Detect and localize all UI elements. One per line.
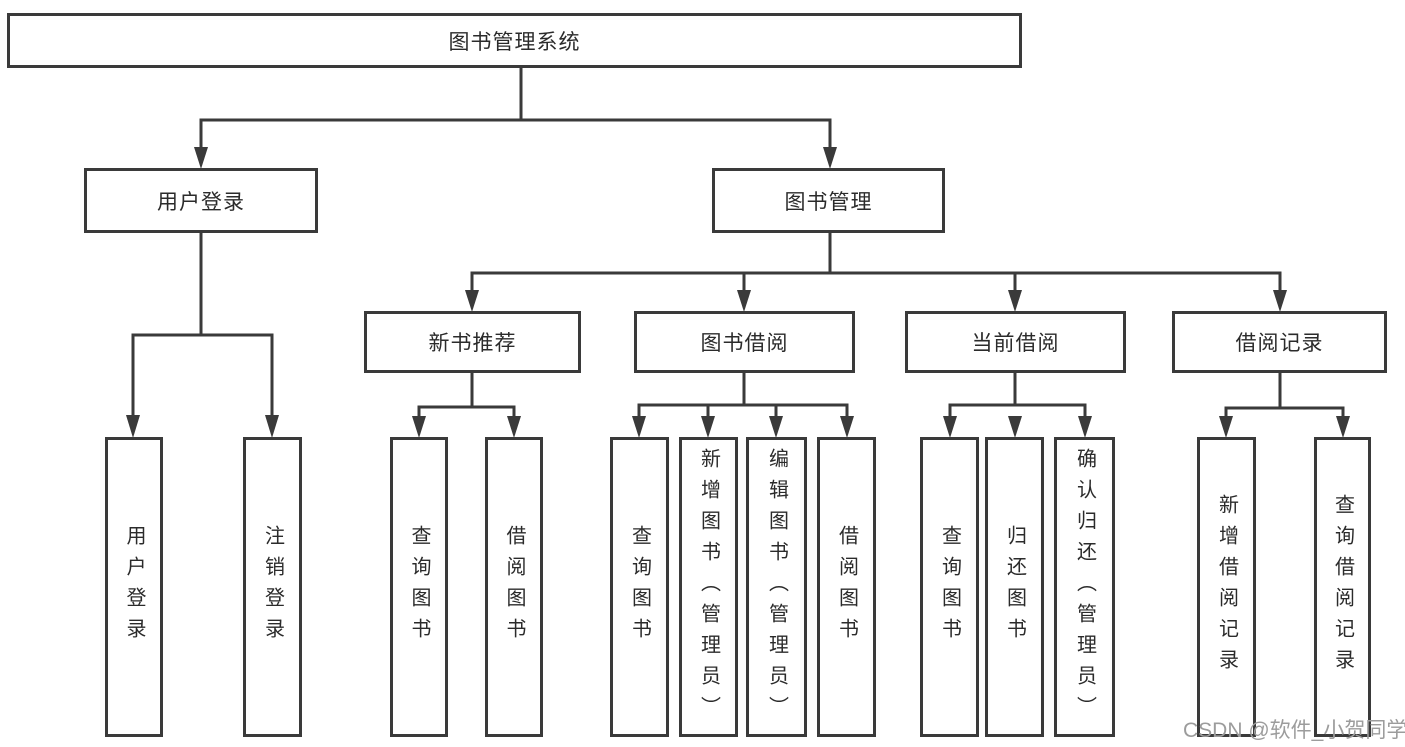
leaf-label: 新增借阅记录 — [1215, 494, 1238, 680]
node-borrowing-records: 借阅记录 — [1172, 311, 1387, 373]
node-book-management: 图书管理 — [712, 168, 945, 233]
leaf-user-login: 用户登录 — [105, 437, 163, 737]
node-library-management-system: 图书管理系统 — [7, 13, 1022, 68]
leaf-label: 查询图书 — [628, 525, 651, 649]
node-new-book-recommend: 新书推荐 — [364, 311, 581, 373]
leaf-records-query-borrow-record: 查询借阅记录 — [1314, 437, 1371, 737]
node-label: 新书推荐 — [428, 332, 517, 355]
node-book-borrowing: 图书借阅 — [634, 311, 855, 373]
node-label: 用户登录 — [157, 190, 245, 214]
node-label: 当前借阅 — [971, 332, 1060, 355]
leaf-borrowing-add-book-admin: 新增图书（管理员） — [679, 437, 738, 737]
leaf-current-confirm-return-admin: 确认归还（管理员） — [1054, 437, 1115, 737]
leaf-label: 注销登录 — [261, 525, 284, 649]
leaf-logout: 注销登录 — [243, 437, 302, 737]
leaf-label: 新增图书（管理员） — [697, 447, 720, 727]
leaf-label: 查询图书 — [408, 525, 430, 649]
leaf-label: 查询借阅记录 — [1331, 494, 1354, 680]
leaf-label: 用户登录 — [123, 525, 145, 649]
node-label: 借阅记录 — [1235, 332, 1324, 355]
node-current-borrowing: 当前借阅 — [905, 311, 1126, 373]
leaf-label: 查询图书 — [938, 525, 961, 649]
leaf-label: 编辑图书（管理员） — [765, 447, 788, 727]
leaf-label: 归还图书 — [1003, 525, 1026, 649]
leaf-borrowing-query-book: 查询图书 — [610, 437, 669, 737]
watermark: CSDN @软件_小贺同学 — [1183, 719, 1405, 742]
leaf-current-query-book: 查询图书 — [920, 437, 979, 737]
leaf-borrowing-borrow-book: 借阅图书 — [817, 437, 876, 737]
node-label: 图书管理 — [784, 190, 873, 214]
node-label: 图书管理系统 — [448, 30, 581, 54]
leaf-recommend-borrow-book: 借阅图书 — [485, 437, 543, 737]
leaf-borrowing-edit-book-admin: 编辑图书（管理员） — [746, 437, 807, 737]
leaf-current-return-book: 归还图书 — [985, 437, 1044, 737]
leaf-recommend-query-book: 查询图书 — [390, 437, 448, 737]
leaf-label: 借阅图书 — [835, 525, 858, 649]
node-label: 图书借阅 — [700, 332, 789, 355]
leaf-records-add-borrow-record: 新增借阅记录 — [1197, 437, 1256, 737]
node-user-login: 用户登录 — [84, 168, 318, 233]
leaf-label: 借阅图书 — [503, 525, 525, 649]
leaf-label: 确认归还（管理员） — [1073, 447, 1096, 727]
